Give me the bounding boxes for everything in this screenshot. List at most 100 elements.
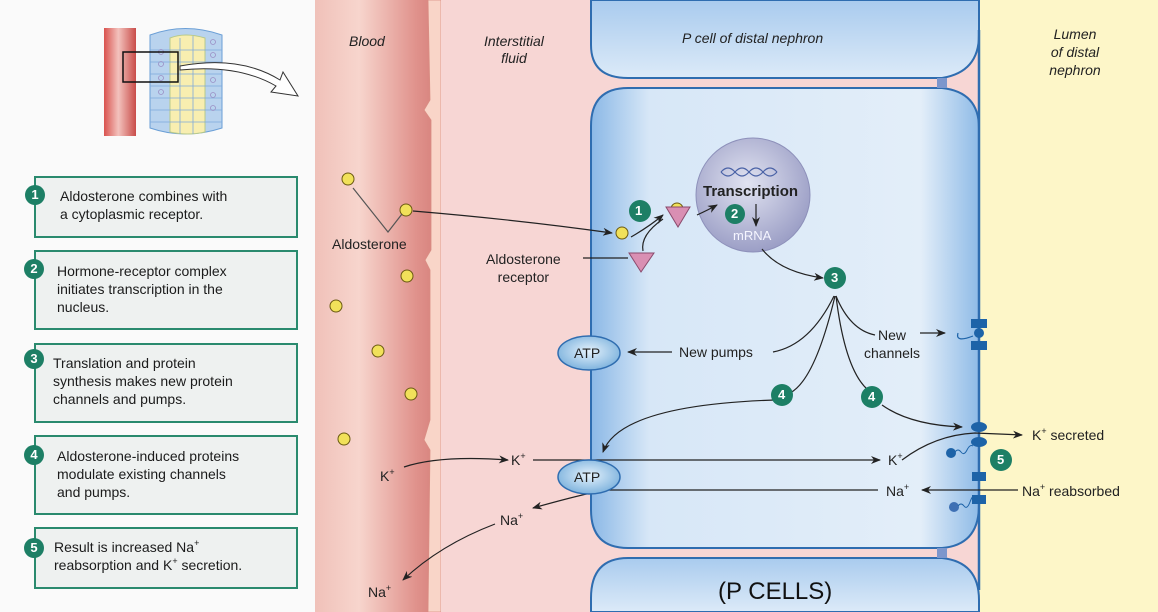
- step-5-segment: reabsorption and K: [54, 557, 173, 573]
- aldosterone-molecule: [371, 344, 385, 358]
- new-channel-icon: [971, 319, 987, 328]
- marker-4-icon: [861, 386, 883, 408]
- step-5-line: reabsorption and K+ secretion.: [54, 556, 242, 574]
- marker-3-icon: [824, 267, 846, 289]
- aldosterone-molecule: [615, 226, 629, 240]
- step-5-line: Result is increased Na+: [54, 538, 242, 556]
- plus-superscript: +: [385, 583, 392, 593]
- regulator-tether: [957, 495, 976, 508]
- atp-pump-new: [557, 335, 621, 371]
- k-blood-label: K+: [380, 467, 395, 485]
- marker-5-icon: [990, 449, 1012, 471]
- aldosterone-label: Aldosterone: [332, 236, 407, 252]
- nephron-thumbnail: [104, 28, 299, 136]
- interstitial-region: [441, 0, 591, 612]
- step-1-line: a cytoplasmic receptor.: [60, 206, 204, 222]
- zoom-arrow-icon: [179, 62, 299, 97]
- lumen-line: nephron: [1049, 62, 1101, 78]
- mrna-label: mRNA: [733, 228, 772, 243]
- ion-symbol: Na: [368, 584, 386, 600]
- marker-4a: 4: [778, 387, 786, 402]
- steps-panel: 1 Aldosterone combines with a cytoplasmi…: [0, 0, 315, 612]
- ion-symbol: Na: [500, 512, 518, 528]
- step-4-box: [34, 435, 298, 515]
- binding-arrow: [630, 214, 664, 238]
- plus-superscript: +: [520, 451, 526, 461]
- p-cells-caption: (P CELLS): [718, 578, 833, 605]
- step-2-line: nucleus.: [57, 299, 110, 315]
- aldosterone-molecule: [337, 432, 351, 446]
- marker-2: 2: [731, 206, 739, 221]
- na-channel-icon: [972, 495, 986, 504]
- k-secreted-arrow: [901, 430, 1023, 461]
- step-1-box: [34, 176, 298, 238]
- zoom-region-box: [122, 51, 179, 83]
- step-3-line: Translation and protein: [53, 355, 196, 371]
- marker-1: 1: [635, 203, 643, 218]
- step-2-line: Hormone-receptor complex: [57, 263, 227, 279]
- step-2-box: [34, 250, 298, 330]
- plus-superscript: +: [897, 451, 903, 461]
- plus-superscript: +: [1039, 482, 1046, 492]
- channel-loop: [956, 332, 974, 340]
- marker-5: 5: [997, 452, 1005, 467]
- na-to-blood-arrow: [402, 523, 496, 581]
- lower-p-cell: [590, 557, 980, 612]
- lumen-line: of distal: [1050, 44, 1100, 60]
- capillary-wall: [423, 0, 442, 612]
- aldosterone-molecule: [404, 387, 418, 401]
- marker-2-icon: [725, 204, 745, 224]
- step-5-segment: Result is increased Na: [54, 539, 195, 555]
- step-5-box: [34, 527, 298, 589]
- k-uptake-arrow: [403, 455, 509, 468]
- transcription-label: Transcription: [703, 183, 799, 200]
- atp-pump-existing: [557, 459, 621, 495]
- modulate-channel-arrow: [881, 404, 963, 431]
- step-4-line: and pumps.: [57, 484, 131, 500]
- receptor-label: Aldosterone receptor: [486, 250, 561, 286]
- new-channels-label: New channels: [864, 326, 920, 362]
- step-2-line: initiates transcription in the: [57, 281, 223, 297]
- regulator-tether: [954, 445, 974, 455]
- k-secreted-label: K+ secreted: [1032, 426, 1104, 444]
- plus-superscript: +: [389, 467, 395, 477]
- lumen-line: Lumen: [1053, 26, 1097, 42]
- k-cell-label: K+: [888, 451, 903, 469]
- step-2-badge: 2: [24, 259, 44, 279]
- na-blood-label: Na+: [368, 583, 392, 601]
- modulate-pump-arrow: [789, 295, 836, 394]
- modulate-pump-arrow: [602, 399, 776, 453]
- dna-strand: [720, 167, 778, 177]
- new-pumps-label: New pumps: [679, 344, 753, 360]
- step-5-badge: 5: [24, 538, 44, 558]
- aldosterone-molecule: [341, 172, 355, 186]
- step-4-line: modulate existing channels: [57, 466, 226, 482]
- to-new-channels-arrow: [835, 295, 876, 336]
- step-4-line: Aldosterone-induced proteins: [57, 448, 240, 464]
- apical-channels: [946, 319, 987, 512]
- ion-symbol: Na: [886, 483, 904, 499]
- ion-symbol: K: [888, 452, 898, 468]
- nuclear-entry-arrow: [696, 204, 718, 216]
- plus-superscript: +: [172, 556, 178, 566]
- aldosterone-molecule: [399, 203, 413, 217]
- modulate-channel-arrow: [835, 295, 869, 391]
- marker-4b: 4: [868, 389, 876, 404]
- plus-superscript: +: [194, 538, 200, 548]
- channel-regulator-icon: [946, 448, 956, 458]
- interstitial-label: Interstitial fluid: [484, 33, 544, 67]
- aldosterone-molecule: [400, 269, 414, 283]
- step-4-text: Aldosterone-induced proteins modulate ex…: [57, 447, 239, 501]
- aldosterone-leader: [352, 187, 403, 233]
- ion-symbol: Na: [1022, 483, 1040, 499]
- aldosterone-molecule: [329, 299, 343, 313]
- atp-label: ATP: [574, 345, 601, 361]
- lumen-region: [979, 0, 1158, 612]
- new-channels-line: channels: [864, 345, 921, 361]
- p-cell-label: P cell of distal nephron: [682, 30, 824, 46]
- step-3-text: Translation and protein synthesis makes …: [53, 354, 233, 408]
- plus-superscript: +: [1041, 426, 1047, 436]
- lumen-label: Lumen of distal nephron: [1040, 25, 1110, 79]
